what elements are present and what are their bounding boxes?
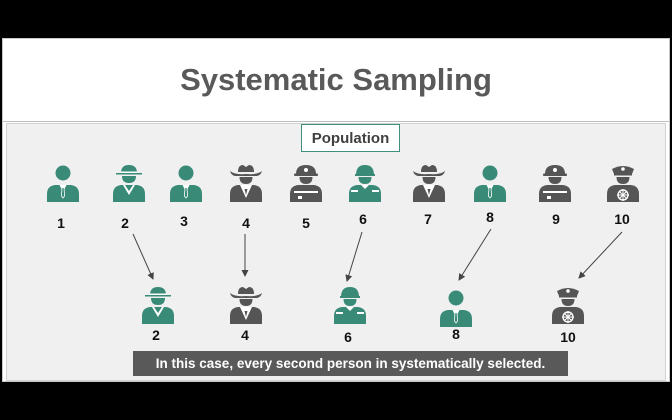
population-person-3 [167,162,205,202]
slide-title: Systematic Sampling [180,62,492,97]
title-bar: Systematic Sampling [3,39,669,122]
sample-person-10 [549,284,587,324]
caption-bar: In this case, every second person in sys… [133,351,568,376]
captain-icon [607,166,639,202]
sample-person-8 [437,287,475,327]
population-number-10: 10 [614,211,630,227]
population-person-6 [346,162,384,202]
population-person-5 [287,162,325,202]
sample-number-2: 2 [152,327,160,343]
businessman-icon [440,290,472,327]
population-number-9: 9 [552,211,560,227]
sample-number-10: 10 [560,329,576,345]
population-person-1 [44,162,82,202]
firefighter-icon [290,165,322,202]
detective-icon [113,165,145,202]
population-number-7: 7 [424,211,432,227]
population-number-2: 2 [121,215,129,231]
population-number-1: 1 [57,215,65,231]
population-person-9 [536,162,574,202]
population-person-7 [410,162,448,202]
population-person-2 [110,162,148,202]
population-person-10 [604,162,642,202]
firefighter-icon [539,165,571,202]
sample-number-8: 8 [452,326,460,342]
sample-person-6 [331,284,369,324]
sample-person-2 [139,284,177,324]
cowboy-icon [413,165,445,202]
soldier-icon [349,165,381,202]
population-number-4: 4 [242,215,250,231]
businessman-icon [474,165,506,202]
population-number-8: 8 [486,209,494,225]
businessman-icon [170,165,202,202]
cowboy-icon [230,287,262,324]
population-number-6: 6 [359,211,367,227]
soldier-icon [334,287,366,324]
sample-number-4: 4 [241,327,249,343]
captain-icon [552,288,584,324]
detective-icon [142,287,174,324]
sample-number-6: 6 [344,329,352,345]
population-number-5: 5 [302,215,310,231]
population-person-8 [471,162,509,202]
sample-person-4 [227,284,265,324]
businessman-icon [47,165,79,202]
population-label: Population [301,124,400,152]
population-person-4 [227,162,265,202]
population-number-3: 3 [180,213,188,229]
cowboy-icon [230,165,262,202]
